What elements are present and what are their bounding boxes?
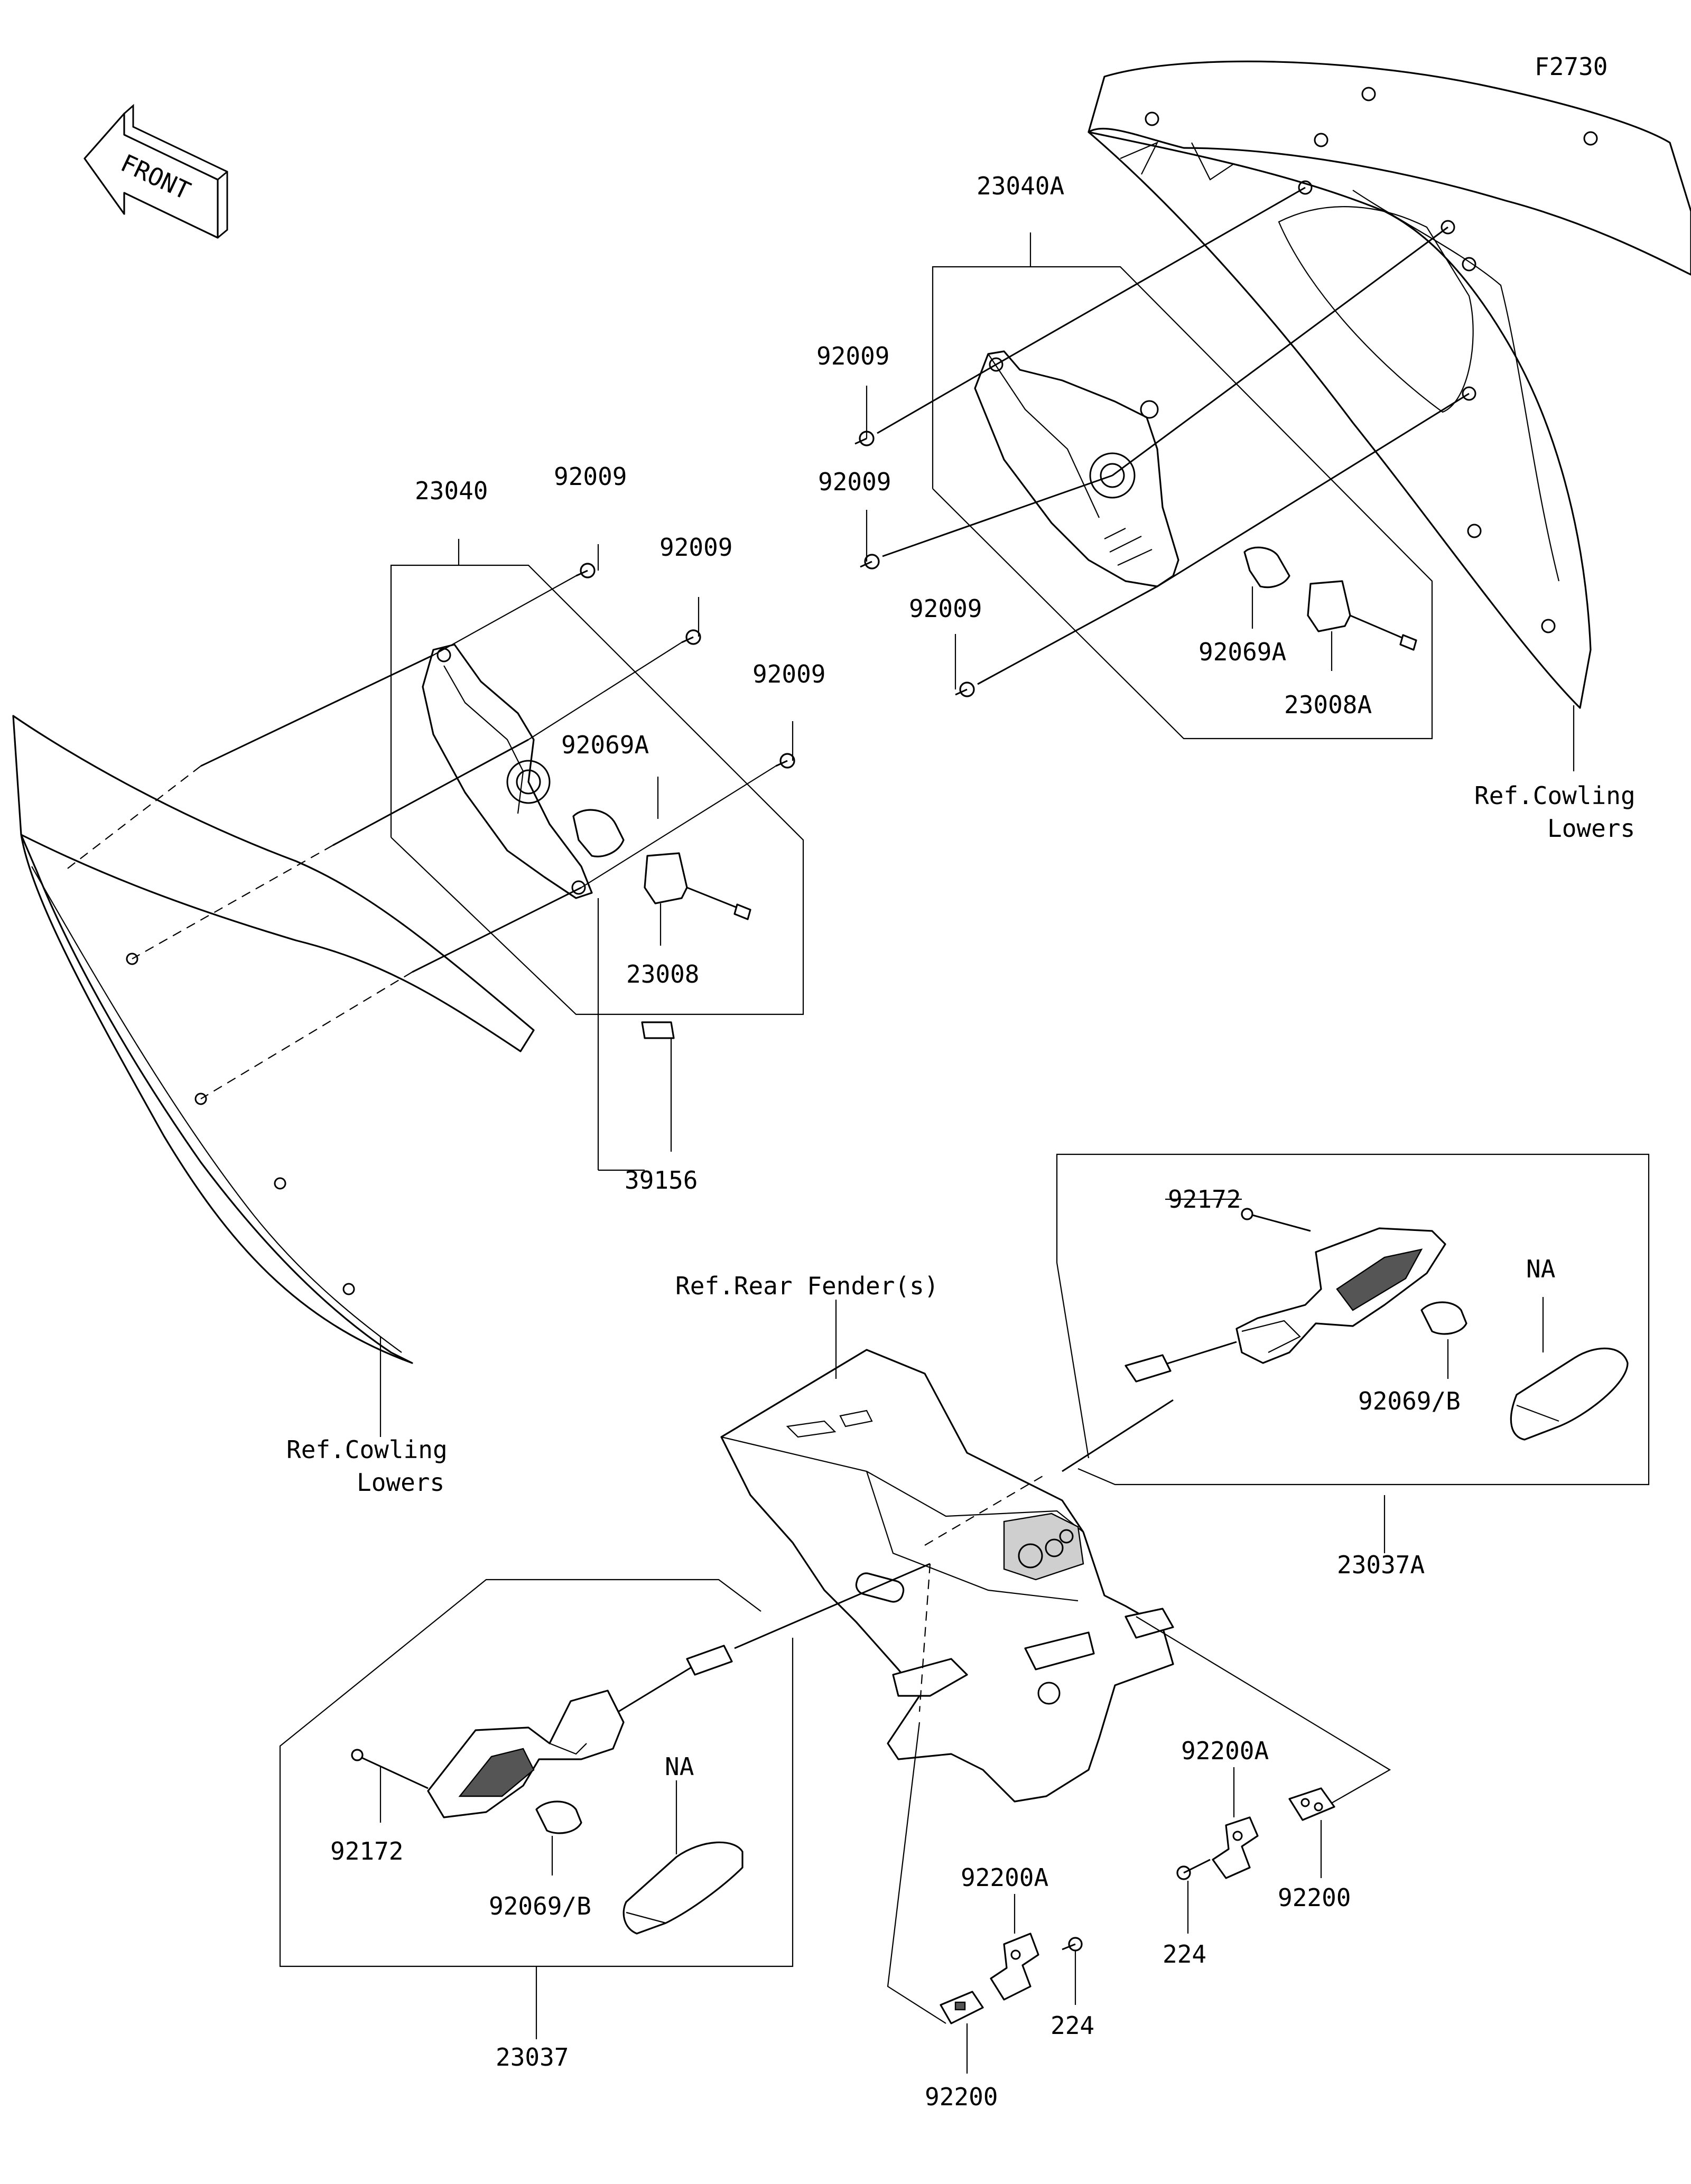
screw-224-left-icon: [1062, 1937, 1083, 1952]
label-39156: 39156: [625, 1166, 698, 1194]
left-cowling-panel: [12, 715, 535, 1364]
front-arrow-icon: FRONT: [83, 104, 228, 239]
label-92009-d: 92009: [816, 342, 889, 370]
label-ref-cowling-left-2: Lowers: [357, 1468, 444, 1497]
right-rear-turn-signal: [1125, 1208, 1446, 1383]
left-rear-turn-signal: [351, 1645, 733, 1818]
label-92172-left: 92172: [330, 1837, 403, 1865]
right-socket-23008A: [1307, 580, 1417, 651]
plate-92200-right: [1288, 1787, 1335, 1821]
label-ref-cowling-right-2: Lowers: [1547, 814, 1635, 843]
bracket-92200A-left: [990, 1933, 1039, 2001]
group-bracket-23040: [390, 564, 804, 1015]
label-ref-cowling-left-1: Ref.Cowling: [286, 1435, 448, 1464]
right-bulb-92069A: [1243, 546, 1290, 589]
screw-224-right-icon: [1176, 1859, 1211, 1880]
label-NA-right: NA: [1526, 1255, 1555, 1283]
label-23037A: 23037A: [1337, 1551, 1425, 1579]
diagram-id: F2730: [1535, 52, 1608, 81]
label-92009-e: 92009: [818, 468, 891, 496]
right-cowling-panel: [1088, 60, 1691, 709]
bracket-92200A-right: [1212, 1816, 1259, 1879]
group-bracket-23037: [279, 1579, 794, 1967]
label-23040: 23040: [415, 477, 488, 505]
label-92069B-left: 92069/B: [489, 1892, 591, 1920]
label-ref-rear-fender: Ref.Rear Fender(s): [675, 1272, 939, 1300]
label-92069B-right: 92069/B: [1358, 1387, 1461, 1415]
label-224-left: 224: [1051, 2011, 1094, 2040]
label-92200-left: 92200: [925, 2083, 998, 2111]
right-turn-signal-housing: [974, 350, 1179, 587]
rear-fender-body: [720, 1349, 1174, 1803]
label-92009-b: 92009: [659, 533, 732, 562]
label-23040A: 23040A: [977, 172, 1064, 200]
label-92172-right: 92172: [1168, 1185, 1241, 1214]
label-92200A-left: 92200A: [961, 1863, 1048, 1892]
label-23037: 23037: [496, 2043, 569, 2071]
label-92009-a: 92009: [554, 462, 627, 491]
left-bulb-92069A: [572, 809, 625, 857]
left-rear-lens: [622, 1841, 744, 1935]
label-23008A: 23008A: [1284, 690, 1372, 719]
label-92200-right: 92200: [1278, 1883, 1351, 1912]
left-rear-bulb: [535, 1800, 582, 1834]
right-rear-lens: [1510, 1347, 1629, 1441]
label-92069A-left: 92069A: [561, 731, 649, 759]
group-leader-92200-right: [1136, 1616, 1391, 1813]
label-ref-cowling-right-1: Ref.Cowling: [1474, 781, 1636, 810]
label-NA-left: NA: [665, 1752, 694, 1781]
label-23008: 23008: [626, 960, 699, 988]
label-224-right: 224: [1163, 1940, 1206, 1968]
right-rear-bulb: [1420, 1301, 1467, 1335]
group-bracket-23040A: [932, 266, 1433, 740]
group-leader-92200-left: [887, 1722, 946, 2024]
left-turn-signal-housing: [422, 643, 593, 899]
label-92009-f: 92009: [909, 594, 982, 623]
group-bracket-23037A: [1056, 1153, 1650, 1486]
left-socket-23008: [644, 852, 751, 920]
plate-92200-left: [940, 1991, 984, 2024]
label-92009-c: 92009: [752, 660, 825, 688]
label-92069A-right: 92069A: [1198, 638, 1286, 666]
screw-92009-icon: [575, 563, 795, 769]
label-92200A-right: 92200A: [1181, 1737, 1269, 1765]
left-reflector-39156: [641, 1021, 675, 1039]
